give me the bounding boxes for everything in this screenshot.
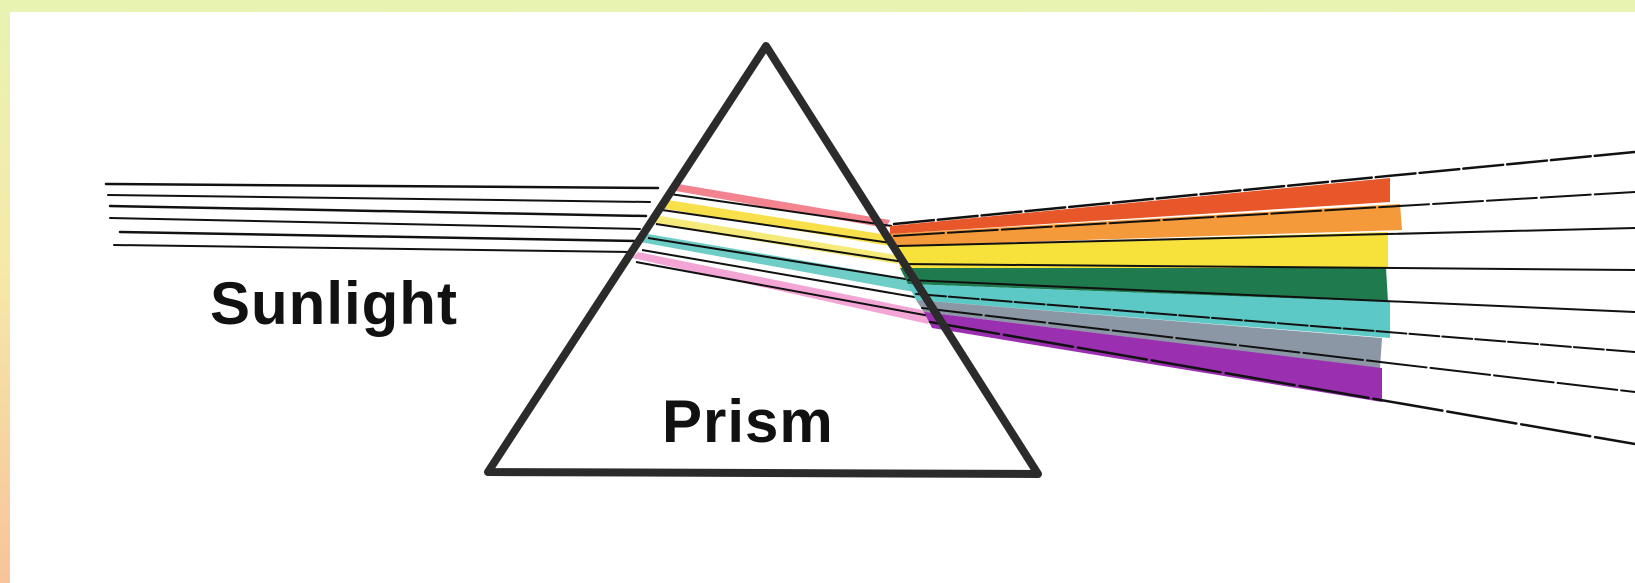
sunlight-rays bbox=[106, 184, 658, 252]
sunlight-ray bbox=[106, 184, 658, 188]
prism-label: Prism bbox=[662, 392, 834, 452]
internal-bands bbox=[632, 184, 932, 324]
sunlight-ray bbox=[108, 195, 650, 202]
sunlight-ray bbox=[120, 232, 636, 241]
sunlight-label: Sunlight bbox=[210, 274, 458, 334]
sunlight-ray bbox=[114, 245, 632, 252]
sunlight-ray bbox=[110, 206, 646, 216]
diagram-canvas: Sunlight Prism bbox=[10, 12, 1635, 583]
sunlight-ray bbox=[110, 218, 640, 229]
